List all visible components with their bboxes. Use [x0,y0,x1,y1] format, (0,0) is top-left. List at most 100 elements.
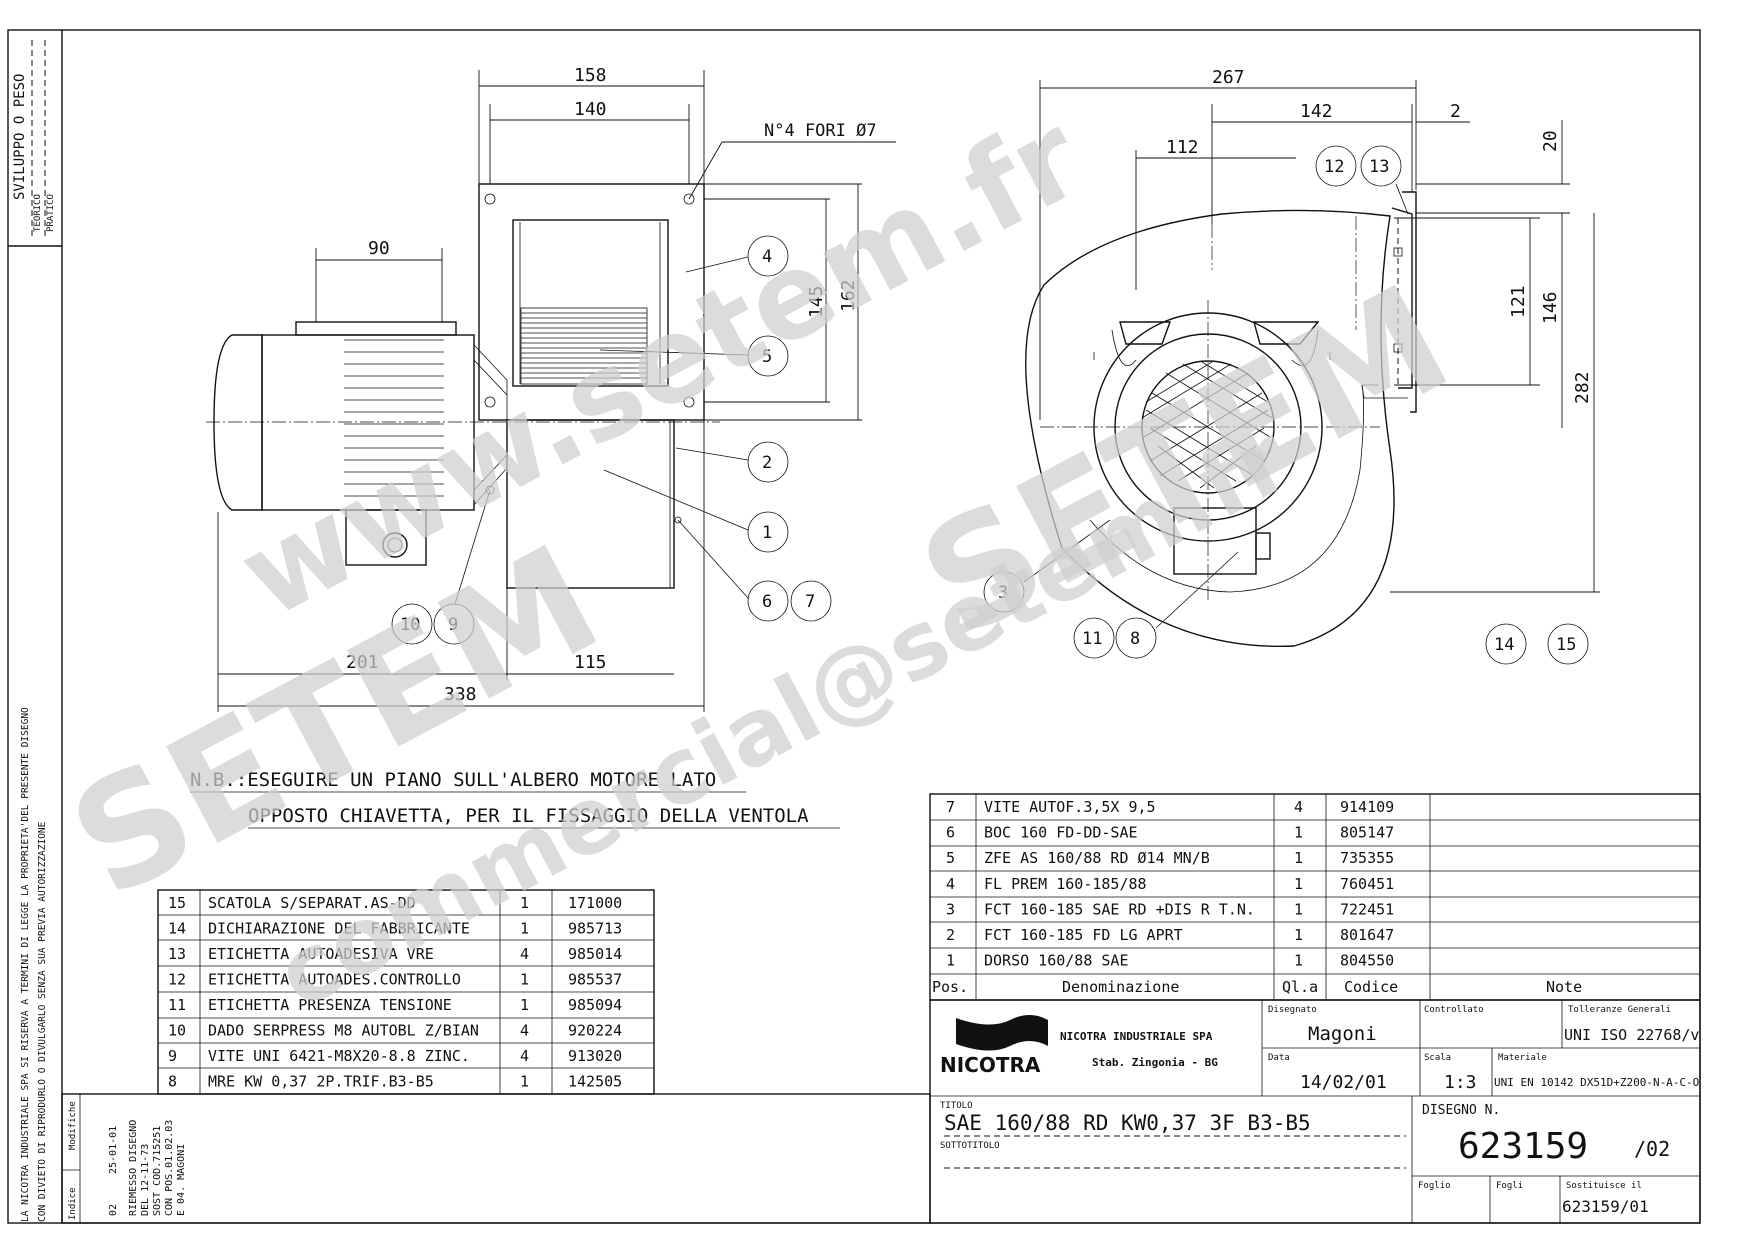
bom-right-pos: 7 [946,798,955,816]
bom-header-note: Note [1546,978,1582,996]
balloon-2: 2 [762,453,772,473]
bom-right-code: 722451 [1340,900,1394,918]
bom-right-code: 804550 [1340,952,1394,970]
legal-line-1: LA NICOTRA INDUSTRIALE SPA SI RISERVA A … [20,707,31,1222]
dim-162: 162 [838,279,859,312]
dim-90: 90 [368,238,390,259]
dim-338: 338 [444,684,477,705]
left-view: 158 140 90 145 162 201 115 338 [206,65,896,712]
bom-left-pos: 9 [168,1047,177,1065]
dim-115: 115 [574,652,607,673]
scroll-volute [1025,209,1395,648]
right-balloons: 12 13 3 11 8 14 15 [983,145,1589,665]
balloon-15: 15 [1556,635,1576,655]
balloon-4: 4 [762,247,772,267]
note-line-1: N.B.:ESEGUIRE UN PIANO SULL'ALBERO MOTOR… [190,769,716,791]
bom-right-code: 805147 [1340,824,1394,842]
pratico-label: PRATICO [46,194,56,232]
bom-left-name: DICHIARAZIONE DEL FABBRICANTE [208,920,470,938]
side-strip: SVILUPPO O PESO TEORICO PRATICO LA NICOT… [12,40,56,1222]
balloon-6: 6 [762,592,772,612]
sottotitolo-label: SOTTOTITOLO [940,1141,1000,1151]
bom-left-pos: 14 [168,920,186,938]
bom-header-code: Codice [1344,978,1398,996]
bom-right-pos: 6 [946,824,955,842]
foglio-label: Foglio [1418,1181,1451,1191]
revision-line-2: DEL 12-11-73 [140,1144,151,1216]
materiale-label: Materiale [1498,1053,1547,1063]
tolleranze-value: UNI ISO 22768/v [1564,1026,1699,1044]
bom-left-qty: 4 [520,1047,529,1065]
bom-left-code: 913020 [568,1047,622,1065]
bom-left-name: VITE UNI 6421-M8X20-8.8 ZINC. [208,1047,470,1065]
bom-left-qty: 1 [520,920,529,938]
materiale-value: UNI EN 10142 DX51D+Z200-N-A-C-O [1494,1076,1699,1089]
bom-left-qty: 1 [520,1073,529,1091]
revision-date: 25-01-01 [108,1126,119,1174]
bom-left-name: MRE KW 0,37 2P.TRIF.B3-B5 [208,1073,434,1091]
bom-left-pos: 12 [168,971,186,989]
dim-146: 146 [1540,291,1561,324]
bom-left-code: 985094 [568,996,622,1014]
bom-left-name: ETICHETTA AUTOADESIVA VRE [208,945,434,963]
sostituisce-value: 623159/01 [1562,1197,1649,1216]
bom-left-pos: 10 [168,1022,186,1040]
tolleranze-label: Tolleranze Generali [1568,1005,1671,1015]
dim-267: 267 [1212,67,1245,88]
bom-right-name: DORSO 160/88 SAE [984,952,1129,970]
bom-right-qty: 1 [1294,926,1303,944]
legal-line-2: CON DIVIETO DI RIPRODURLO O DIVULGARLO S… [37,821,48,1222]
bom-left-qty: 1 [520,894,529,912]
dim-201: 201 [346,652,379,673]
revision-line-1: RIEMESSO DISEGNO [128,1120,139,1216]
data-label: Data [1268,1053,1290,1063]
disegno-number: 623159 [1458,1126,1588,1167]
balloon-1: 1 [762,523,772,543]
revision-block [61,1093,931,1224]
bom-right-pos: 1 [946,952,955,970]
impeller [520,307,648,385]
revision-line-5: E 04. MAGONI [176,1144,187,1216]
revision-line-4: CON POS.01.02.03 [164,1120,175,1216]
modifiche-label: Modifiche [68,1101,78,1150]
right-dimensions: 267 142 2 112 20 121 146 282 [1039,67,1600,593]
balloon-12: 12 [1324,157,1344,177]
bom-left-qty: 1 [520,971,529,989]
controllato-label: Controllato [1424,1005,1484,1015]
bom-left-code: 920224 [568,1022,622,1040]
bom-header-pos: Pos. [932,978,968,996]
plant-name: Stab. Zingonia - BG [1092,1056,1218,1069]
nicotra-logo: NICOTRA [940,1053,1041,1077]
bom-right-code: 735355 [1340,849,1394,867]
bom-left-pos: 13 [168,945,186,963]
revision-index: 02 [108,1204,119,1216]
balloon-11: 11 [1082,629,1102,649]
indice-label: Indice [68,1187,78,1220]
bom-right-qty: 1 [1294,952,1303,970]
bom-left-code: 142505 [568,1073,622,1091]
left-balloons: 4 5 2 1 6 7 10 9 [391,235,832,645]
bom-left-qty: 1 [520,996,529,1014]
bom-right-pos: 2 [946,926,955,944]
bom-left-pos: 8 [168,1073,177,1091]
bom-left-name: SCATOLA S/SEPARAT.AS-DD [208,894,416,912]
balloon-9: 9 [448,615,458,635]
bom-left-qty: 4 [520,1022,529,1040]
disegnato-value: Magoni [1308,1023,1377,1045]
dim-20: 20 [1540,130,1561,152]
bom-right-name: ZFE AS 160/88 RD Ø14 MN/B [984,849,1210,867]
dim-282: 282 [1572,371,1593,404]
nicotra-logo-mark [956,1015,1048,1051]
bom-header-name: Denominazione [1062,978,1179,996]
balloon-13: 13 [1369,157,1389,177]
scroll-housing [506,419,675,589]
dim-112: 112 [1166,137,1199,158]
note-line-2: OPPOSTO CHIAVETTA, PER IL FISSAGGIO DELL… [248,805,809,827]
bom-right-code: 760451 [1340,875,1394,893]
balloon-10: 10 [400,615,420,635]
bom-right-name: VITE AUTOF.3,5X 9,5 [984,798,1156,816]
balloon-8: 8 [1130,629,1140,649]
